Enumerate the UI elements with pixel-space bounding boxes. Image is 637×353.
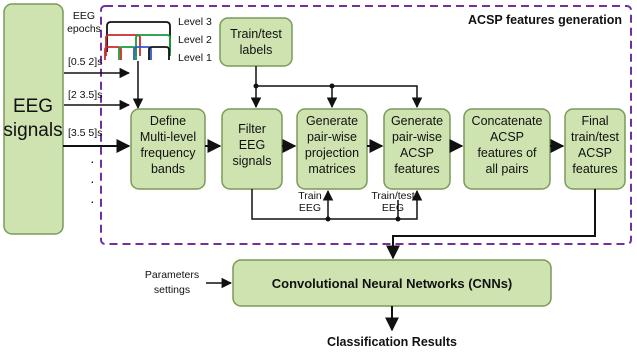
level-3-arc [106,21,171,52]
final-line4: features [572,162,617,176]
final-line3: ACSP [578,146,612,160]
level-1-arc-2 [118,46,137,60]
epochs-label-line1: EEG [73,10,95,22]
train-eeg-line1: Train [298,190,322,202]
labels-to-acsp-arrow [332,85,423,109]
level-1-arc-1 [104,46,122,60]
window-2-label: [2 3.5]s [68,89,102,101]
train-test-eeg-line2: EEG [382,202,404,214]
projection-line4: matrices [308,162,355,176]
concatenate-box [463,108,551,190]
acsp-line2: pair-wise [392,130,442,144]
window-3-label: [3.5 5]s [68,127,102,139]
level-1-arc-4 [148,46,170,60]
train-test-labels-line1: Train/test [230,27,282,41]
labels-junction-2 [329,83,335,89]
feedback-junction-1 [325,216,331,222]
define-bands-line1: Define [150,114,186,128]
train-test-labels-box [219,17,293,67]
level-2-arc-2 [135,34,171,56]
level-2-arc-1 [105,34,141,56]
acsp-region-border [100,5,632,245]
concatenate-line2: ACSP [490,130,524,144]
acsp-line3: ACSP [400,146,434,160]
filter-eeg-line1: Filter [238,122,266,136]
filter-eeg-line2: EEG [239,138,265,152]
concatenate-line4: all pairs [485,162,528,176]
level-3-label: Level 3 [178,16,212,28]
projection-line2: pair-wise [307,130,357,144]
dot-3: · [90,193,95,209]
filter-to-acsp-feedback [251,189,423,220]
cnn-label: Convolutional Neural Networks (CNNs) [272,276,513,291]
feedback-lines [251,189,423,220]
train-eeg-line2: EEG [299,202,321,214]
final-to-cnn-arrow [386,189,596,260]
eeg-signals-box [3,3,64,235]
dot-2: · [90,173,95,189]
acsp-line1: Generate [391,114,443,128]
level-2-label: Level 2 [178,34,212,46]
projection-line3: projection [305,146,359,160]
concatenate-line3: features of [477,146,537,160]
train-test-labels-line2: labels [240,43,273,57]
final-line1: Final [581,114,608,128]
filter-eeg-line3: signals [233,154,272,168]
projection-box [296,108,368,190]
params-line1: Parameters [145,269,199,281]
window-1-label: [0.5 2]s [68,56,102,68]
final-line2: train/test [571,130,619,144]
eeg-signals-line1: EEG [13,96,53,117]
level-1-label: Level 1 [178,52,212,64]
define-bands-line2: Multi-level [140,130,196,144]
define-bands-box [130,108,206,190]
define-bands-line4: bands [151,162,185,176]
region-title: ACSP features generation [468,13,622,27]
projection-line1: Generate [306,114,358,128]
level-1-arc-3 [133,46,152,60]
define-bands-line3: frequency [141,146,197,160]
train-test-eeg-line1: Train/test [371,190,414,202]
dot-1: · [90,153,95,169]
acsp-line4: features [394,162,439,176]
level-arcs [104,21,171,60]
eeg-signals-line2: signals [3,120,62,141]
params-line2: settings [154,284,190,296]
concatenate-line1: Concatenate [472,114,543,128]
labels-lines [250,66,423,109]
labels-junction-1 [253,83,259,89]
result-label: Classification Results [327,335,457,349]
epochs-label-line2: epochs [67,23,101,35]
labels-to-projection-arrow [256,85,338,109]
